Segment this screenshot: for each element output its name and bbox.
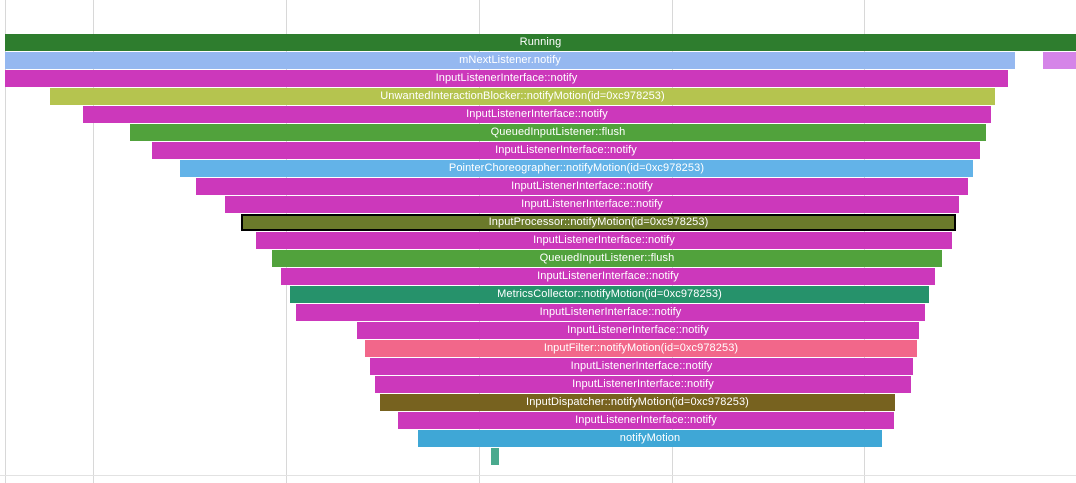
flame-frame[interactable]: InputListenerInterface::notify — [152, 142, 980, 159]
flame-frame-label: InputListenerInterface::notify — [533, 235, 675, 246]
flame-frame[interactable]: MetricsCollector::notifyMotion(id=0xc978… — [290, 286, 929, 303]
flame-frame-label: InputListenerInterface::notify — [570, 361, 713, 372]
flame-frame[interactable]: InputListenerInterface::notify — [196, 178, 968, 195]
flame-frame[interactable]: InputListenerInterface::notify — [5, 70, 1008, 87]
flame-frame-label: mNextListener.notify — [459, 55, 561, 66]
flame-frame[interactable]: InputListenerInterface::notify — [225, 196, 959, 213]
flame-frame-label: InputListenerInterface::notify — [495, 145, 637, 156]
flame-frame[interactable]: InputProcessor::notifyMotion(id=0xc97825… — [241, 214, 956, 231]
flame-frame[interactable]: InputListenerInterface::notify — [83, 106, 991, 123]
flame-frame-label: InputListenerInterface::notify — [511, 181, 653, 192]
flame-frame[interactable]: InputListenerInterface::notify — [370, 358, 913, 375]
flame-frame-label: InputDispatcher::notifyMotion(id=0xc9782… — [526, 397, 749, 408]
flame-frame[interactable]: UnwantedInteractionBlocker::notifyMotion… — [50, 88, 995, 105]
flame-frame-label: InputListenerInterface::notify — [572, 379, 714, 390]
flame-frame[interactable]: InputListenerInterface::notify — [281, 268, 935, 285]
flame-frame-label: InputFilter::notifyMotion(id=0xc978253) — [543, 343, 739, 354]
flame-frame-label: UnwantedInteractionBlocker::notifyMotion… — [380, 91, 665, 102]
flame-frame[interactable]: notifyMotion — [418, 430, 882, 447]
flame-frame[interactable]: Running — [5, 34, 1076, 51]
flame-frame[interactable]: InputDispatcher::notifyMotion(id=0xc9782… — [380, 394, 895, 411]
flame-frame-label: InputListenerInterface::notify — [521, 199, 663, 210]
flame-frame[interactable]: InputListenerInterface::notify — [375, 376, 911, 393]
flame-frame-label: InputProcessor::notifyMotion(id=0xc97825… — [488, 217, 709, 228]
flame-frame-label: InputListenerInterface::notify — [435, 73, 578, 84]
flame-frame[interactable]: PointerChoreographer::notifyMotion(id=0x… — [180, 160, 973, 177]
flame-frame[interactable]: InputListenerInterface::notify — [357, 322, 919, 339]
flame-frame-label: InputListenerInterface::notify — [466, 109, 608, 120]
flame-frame-label: notifyMotion — [619, 433, 681, 444]
flame-frame[interactable] — [1043, 52, 1076, 69]
flame-frame-label: PointerChoreographer::notifyMotion(id=0x… — [448, 163, 705, 174]
flame-frame-label: MetricsCollector::notifyMotion(id=0xc978… — [497, 289, 722, 300]
flame-frame-label: InputListenerInterface::notify — [567, 325, 709, 336]
flame-frame[interactable]: InputFilter::notifyMotion(id=0xc978253) — [365, 340, 917, 357]
flame-frame-label: QueuedInputListener::flush — [490, 127, 626, 138]
flame-frame-label: InputListenerInterface::notify — [539, 307, 682, 318]
flame-frame[interactable]: QueuedInputListener::flush — [130, 124, 986, 141]
flame-frame[interactable]: InputListenerInterface::notify — [256, 232, 952, 249]
flame-frame-label: Running — [519, 37, 562, 48]
flame-frame[interactable]: InputListenerInterface::notify — [296, 304, 925, 321]
flame-frame[interactable]: InputListenerInterface::notify — [398, 412, 894, 429]
flame-frame[interactable] — [491, 448, 499, 465]
flame-frame-label: InputListenerInterface::notify — [537, 271, 679, 282]
flame-frame-label: QueuedInputListener::flush — [539, 253, 675, 264]
flame-frame[interactable]: mNextListener.notify — [5, 52, 1015, 69]
flame-frame[interactable]: QueuedInputListener::flush — [272, 250, 942, 267]
flame-frame-label: InputListenerInterface::notify — [575, 415, 717, 426]
